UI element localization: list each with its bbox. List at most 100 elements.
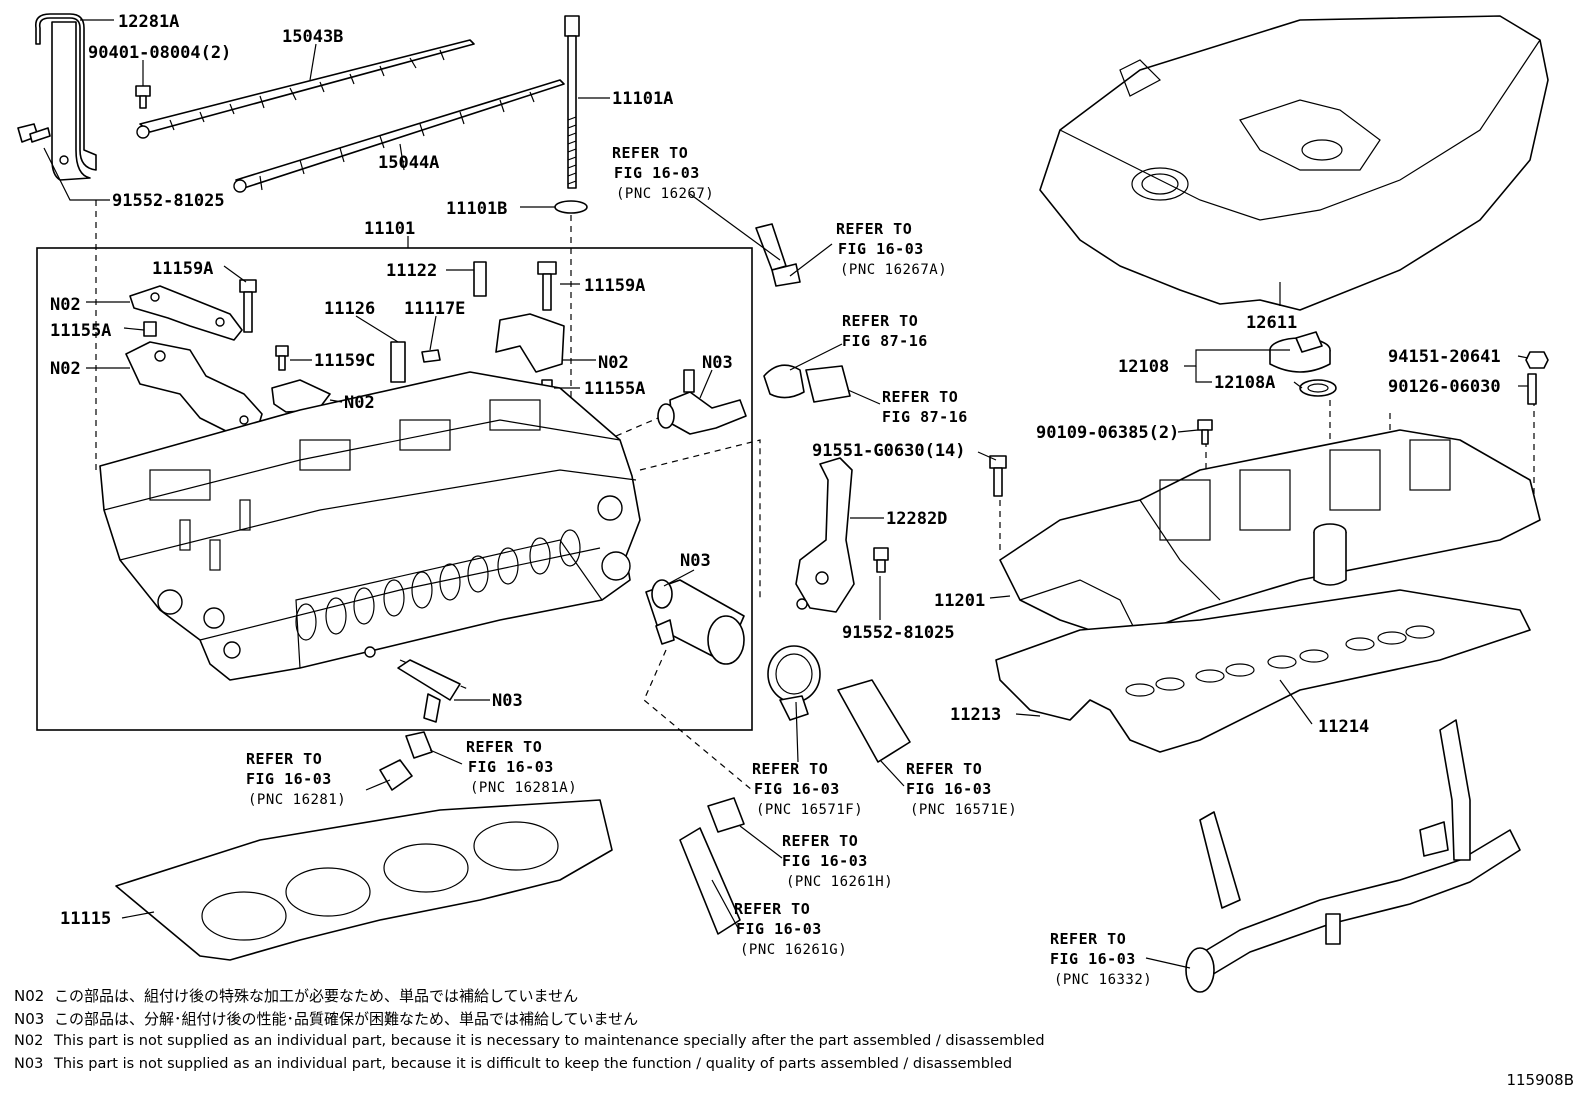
engine-cover-12611[interactable] bbox=[1039, 15, 1549, 311]
refer-line-b: FIG 16-03 bbox=[246, 770, 332, 788]
refer-line-c: (PNC 16261H) bbox=[786, 874, 893, 890]
refer-callout-87-16-b[interactable]: REFER TO FIG 87-16 bbox=[882, 388, 968, 426]
cylinder-head-assembly-box bbox=[36, 247, 753, 731]
label-90109-06385: 90109-06385(2) bbox=[1036, 423, 1179, 443]
bolt-11101a[interactable] bbox=[564, 15, 580, 189]
stud-90109-06385[interactable] bbox=[1197, 419, 1213, 445]
refer-line-c: (PNC 16571F) bbox=[756, 802, 863, 818]
bolt-91551-g0630[interactable] bbox=[989, 455, 1007, 497]
clamp-ref-87-16[interactable] bbox=[763, 364, 805, 399]
harness-15044a[interactable] bbox=[233, 79, 565, 193]
label-11201: 11201 bbox=[934, 591, 985, 611]
refer-callout-16571f[interactable]: REFER TO FIG 16-03 (PNC 16571F) bbox=[752, 760, 863, 818]
label-11101b: 11101B bbox=[446, 199, 507, 219]
bolt-90401-08004[interactable] bbox=[135, 85, 151, 109]
refer-line-b: FIG 87-16 bbox=[842, 332, 928, 350]
refer-callout-16261g[interactable]: REFER TO FIG 16-03 (PNC 16261G) bbox=[734, 900, 847, 958]
hose-ref-16281[interactable] bbox=[379, 759, 413, 791]
pin-11122[interactable] bbox=[473, 261, 487, 297]
label-90126-06030: 90126-06030 bbox=[1388, 377, 1501, 397]
label-11126: 11126 bbox=[324, 299, 375, 319]
footnote-code: N03 bbox=[14, 1056, 44, 1072]
bolt-11159a-right[interactable] bbox=[537, 261, 557, 311]
label-11159c: 11159C bbox=[314, 351, 375, 371]
refer-callout-16267a[interactable]: REFER TO FIG 16-03 (PNC 16267A) bbox=[836, 220, 947, 278]
label-n02-d: N02 bbox=[598, 353, 629, 373]
gasket-12108a[interactable] bbox=[1299, 379, 1337, 397]
footnote-code: N02 bbox=[14, 1033, 44, 1049]
hose-ref-16571e[interactable] bbox=[837, 679, 911, 763]
refer-line-b: FIG 16-03 bbox=[736, 920, 822, 938]
bolt-11159a-left[interactable] bbox=[239, 279, 257, 333]
dowel-11155a-left[interactable] bbox=[143, 321, 157, 337]
plug-11117e[interactable] bbox=[421, 349, 441, 363]
bolt-91552-81025-right[interactable] bbox=[873, 547, 889, 573]
refer-line-b: FIG 16-03 bbox=[468, 758, 554, 776]
clamp-ref-16261h[interactable] bbox=[707, 797, 745, 833]
water-outlet-n03-upper[interactable] bbox=[657, 369, 747, 435]
refer-line-b: FIG 16-03 bbox=[782, 852, 868, 870]
label-91552-81025-left: 91552-81025 bbox=[112, 191, 225, 211]
refer-line-a: REFER TO bbox=[842, 312, 918, 330]
footnote-n02-en: N02 This part is not supplied as an indiv… bbox=[14, 1033, 1045, 1049]
refer-callout-87-16-a[interactable]: REFER TO FIG 87-16 bbox=[842, 312, 928, 350]
refer-line-a: REFER TO bbox=[882, 388, 958, 406]
clamp-ref-16281a[interactable] bbox=[405, 731, 433, 759]
label-11213: 11213 bbox=[950, 705, 1001, 725]
clamp-ref-16267a[interactable] bbox=[771, 263, 801, 287]
label-15044a: 15044A bbox=[378, 153, 439, 173]
bolt-11159c[interactable] bbox=[275, 345, 289, 371]
bolt-91552-81025-left[interactable] bbox=[17, 123, 51, 143]
footnote-code: N02 bbox=[14, 987, 45, 1005]
refer-line-b: FIG 16-03 bbox=[1050, 950, 1136, 968]
footnote-text: This part is not supplied as an individu… bbox=[54, 1033, 1045, 1049]
illustration-id: 115908B bbox=[1506, 1071, 1574, 1089]
refer-callout-16332[interactable]: REFER TO FIG 16-03 (PNC 16332) bbox=[1050, 930, 1152, 988]
label-11155a-left: 11155A bbox=[50, 321, 111, 341]
hose-ref-16261g[interactable] bbox=[679, 827, 741, 935]
refer-line-a: REFER TO bbox=[466, 738, 542, 756]
nut-94151-20641[interactable] bbox=[1525, 351, 1549, 369]
water-pipe-n03-lower[interactable] bbox=[397, 659, 461, 723]
refer-callout-16281[interactable]: REFER TO FIG 16-03 (PNC 16281) bbox=[246, 750, 346, 808]
footnote-code: N03 bbox=[14, 1010, 45, 1028]
refer-callout-16267[interactable]: REFER TO FIG 16-03 (PNC 16267) bbox=[612, 144, 714, 202]
refer-callout-16571e[interactable]: REFER TO FIG 16-03 (PNC 16571E) bbox=[906, 760, 1017, 818]
hose-ref-87-16[interactable] bbox=[805, 365, 851, 403]
label-91552-81025-right: 91552-81025 bbox=[842, 623, 955, 643]
refer-line-c: (PNC 16267A) bbox=[840, 262, 947, 278]
label-11155a-right: 11155A bbox=[584, 379, 645, 399]
spark-plug-tube-gasket-11214[interactable] bbox=[1125, 625, 1435, 697]
stud-90126-06030[interactable] bbox=[1527, 373, 1537, 405]
refer-line-a: REFER TO bbox=[906, 760, 982, 778]
camshaft-bearing-cap-n02-b[interactable] bbox=[125, 341, 263, 439]
label-12108: 12108 bbox=[1118, 357, 1169, 377]
label-91551-g0630: 91551-G0630(14) bbox=[812, 441, 966, 461]
cylinder-head-gasket-11115[interactable] bbox=[115, 799, 613, 961]
water-bypass-pipe-n03[interactable] bbox=[645, 579, 745, 665]
label-90401-08004: 90401-08004(2) bbox=[88, 43, 231, 63]
label-11101: 11101 bbox=[364, 219, 415, 239]
label-12281a: 12281A bbox=[118, 12, 179, 32]
hose-ref-16267[interactable] bbox=[755, 223, 787, 271]
label-11122: 11122 bbox=[386, 261, 437, 281]
label-n03-right: N03 bbox=[680, 551, 711, 571]
label-94151-20641: 94151-20641 bbox=[1388, 347, 1501, 367]
camshaft-bearing-cap-n02-d[interactable] bbox=[495, 313, 565, 373]
dowel-11126[interactable] bbox=[390, 341, 406, 383]
harness-15043b[interactable] bbox=[136, 39, 475, 139]
refer-callout-16281a[interactable]: REFER TO FIG 16-03 (PNC 16281A) bbox=[466, 738, 577, 796]
washer-11101b[interactable] bbox=[554, 200, 588, 214]
refer-line-b: FIG 16-03 bbox=[838, 240, 924, 258]
oil-filler-cap-12108[interactable] bbox=[1269, 331, 1331, 373]
cylinder-head-cover-gasket-11213[interactable] bbox=[995, 589, 1531, 753]
hose-clamp-ref-16571f[interactable] bbox=[767, 645, 821, 721]
camshaft-bearing-cap-n02-a[interactable] bbox=[129, 285, 243, 341]
bracket-12281a[interactable] bbox=[34, 13, 97, 181]
refer-callout-16261h[interactable]: REFER TO FIG 16-03 (PNC 16261H) bbox=[782, 832, 893, 890]
refer-line-b: FIG 87-16 bbox=[882, 408, 968, 426]
cylinder-head-11101[interactable] bbox=[99, 371, 641, 681]
water-pipe-ref-16332[interactable] bbox=[1185, 719, 1521, 993]
bracket-12282d[interactable] bbox=[795, 457, 855, 613]
refer-line-c: (PNC 16332) bbox=[1054, 972, 1152, 988]
